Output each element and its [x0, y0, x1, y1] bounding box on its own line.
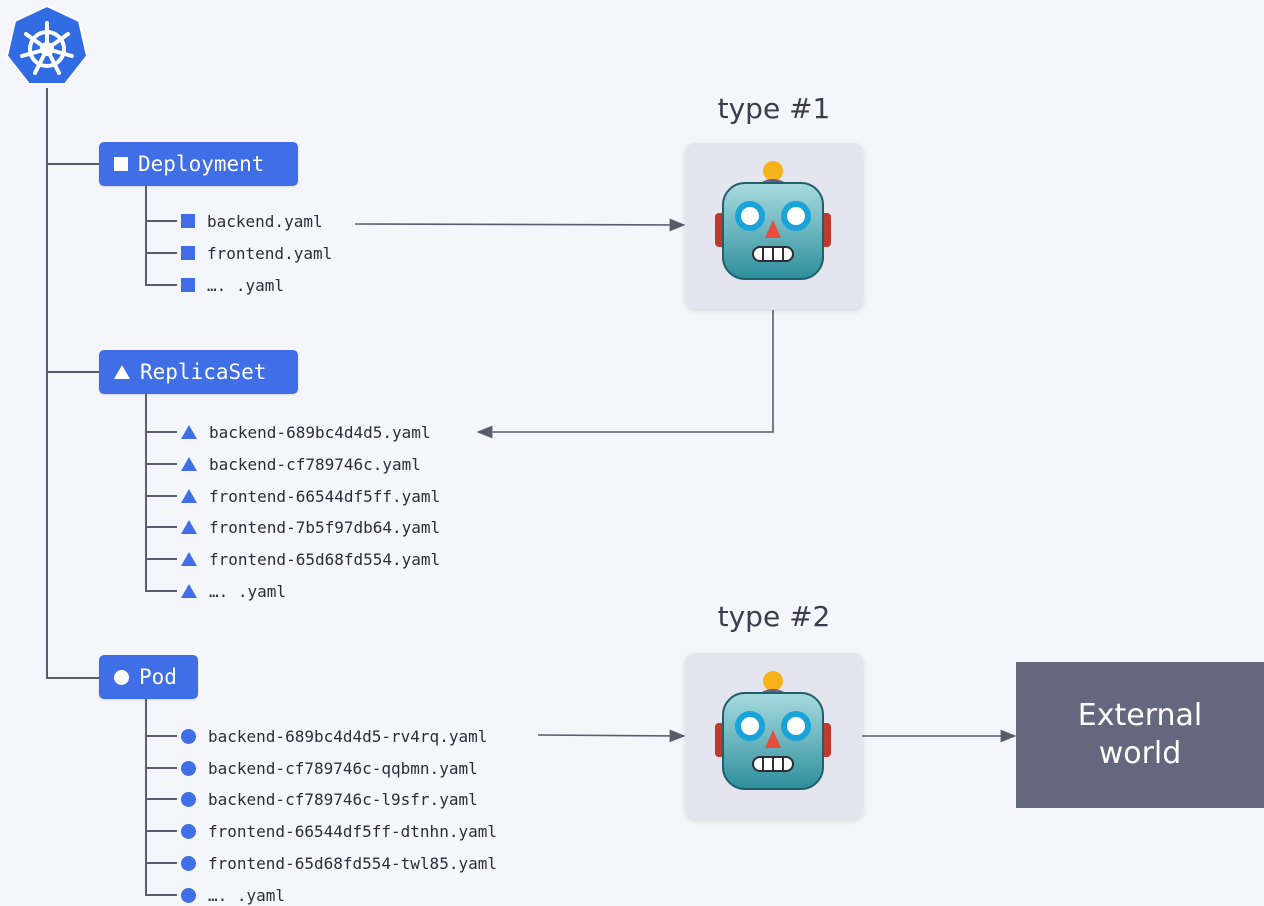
arrow-type1-to-replicaset	[476, 310, 774, 439]
item-label: frontend-66544df5ff.yaml	[209, 486, 441, 506]
tree-trunk	[46, 88, 48, 679]
connector	[145, 284, 177, 286]
connector	[145, 526, 177, 528]
square-icon	[181, 246, 195, 260]
triangle-icon	[181, 584, 197, 598]
replicaset-subtree-line	[145, 394, 147, 591]
item-label: …. .yaml	[209, 581, 287, 601]
connector	[145, 735, 177, 737]
item-label: backend-689bc4d4d5-rv4rq.yaml	[208, 726, 488, 746]
triangle-icon	[181, 425, 197, 439]
item-label: backend-cf789746c-qqbmn.yaml	[208, 758, 478, 778]
robot-icon	[715, 671, 831, 790]
circle-icon	[181, 760, 196, 776]
deployment-label: Deployment	[138, 152, 265, 176]
item-label: …. .yaml	[207, 275, 285, 295]
pod-label: Pod	[139, 665, 177, 689]
item-label: backend-689bc4d4d5.yaml	[209, 422, 431, 442]
connector	[145, 830, 177, 832]
replicaset-label: ReplicaSet	[140, 360, 267, 384]
square-icon	[181, 278, 195, 292]
square-icon	[114, 157, 128, 171]
branch-deployment	[46, 163, 100, 165]
replicaset-item: frontend-66544df5ff.yaml	[181, 485, 440, 507]
arrow-deployment-to-type1	[354, 218, 686, 232]
circle-icon	[181, 791, 196, 807]
deployment-header: Deployment	[99, 142, 298, 186]
item-label: frontend.yaml	[207, 243, 333, 263]
connector	[145, 590, 177, 592]
item-label: backend-cf789746c-l9sfr.yaml	[208, 789, 478, 809]
item-label: frontend-7b5f97db64.yaml	[209, 517, 441, 537]
controller-type1-card	[685, 143, 863, 309]
connector	[145, 862, 177, 864]
pod-header: Pod	[99, 655, 198, 699]
pod-item: …. .yaml	[181, 884, 285, 906]
connector	[145, 495, 177, 497]
circle-icon	[181, 823, 196, 839]
replicaset-item: backend-689bc4d4d5.yaml	[181, 421, 431, 443]
controller-type2-label: type #2	[717, 600, 831, 633]
item-label: frontend-65d68fd554.yaml	[209, 549, 441, 569]
item-label: backend-cf789746c.yaml	[209, 454, 421, 474]
pod-item: backend-cf789746c-qqbmn.yaml	[181, 757, 478, 779]
deployment-item: …. .yaml	[181, 274, 284, 296]
connector	[145, 558, 177, 560]
connector	[145, 431, 177, 433]
circle-icon	[181, 887, 196, 903]
item-label: …. .yaml	[208, 885, 286, 905]
connector	[145, 252, 177, 254]
robot-icon	[715, 161, 831, 280]
item-label: frontend-66544df5ff-dtnhn.yaml	[208, 821, 497, 841]
connector	[145, 767, 177, 769]
connector	[145, 894, 177, 896]
controller-type1-label: type #1	[717, 92, 831, 125]
item-label: backend.yaml	[207, 211, 323, 231]
pod-item: frontend-66544df5ff-dtnhn.yaml	[181, 820, 497, 842]
circle-icon	[181, 855, 196, 871]
external-world-box: External world	[1016, 662, 1264, 808]
branch-replicaset	[46, 371, 100, 373]
arrow-pod-to-type2	[537, 729, 686, 743]
square-icon	[181, 214, 195, 228]
connector	[145, 220, 177, 222]
deployment-subtree-line	[145, 186, 147, 286]
triangle-icon	[114, 365, 130, 379]
replicaset-item: …. .yaml	[181, 580, 286, 602]
pod-item: frontend-65d68fd554-twl85.yaml	[181, 852, 497, 874]
deployment-item: backend.yaml	[181, 210, 323, 232]
triangle-icon	[181, 489, 197, 503]
circle-icon	[181, 728, 196, 744]
triangle-icon	[181, 457, 197, 471]
external-line1: External	[1077, 698, 1203, 733]
item-label: frontend-65d68fd554-twl85.yaml	[208, 853, 497, 873]
deployment-item: frontend.yaml	[181, 242, 332, 264]
replicaset-item: frontend-65d68fd554.yaml	[181, 548, 440, 570]
connector	[145, 463, 177, 465]
external-line2: world	[1098, 736, 1182, 771]
branch-pod	[46, 677, 100, 679]
replicaset-item: backend-cf789746c.yaml	[181, 453, 421, 475]
kubernetes-logo-icon	[4, 4, 90, 90]
controller-type2-card	[685, 653, 863, 819]
circle-icon	[114, 669, 129, 685]
pod-item: backend-689bc4d4d5-rv4rq.yaml	[181, 725, 487, 747]
pod-item: backend-cf789746c-l9sfr.yaml	[181, 788, 478, 810]
replicaset-item: frontend-7b5f97db64.yaml	[181, 516, 440, 538]
pod-subtree-line	[145, 699, 147, 895]
triangle-icon	[181, 520, 197, 534]
triangle-icon	[181, 552, 197, 566]
connector	[145, 798, 177, 800]
replicaset-header: ReplicaSet	[99, 350, 298, 394]
